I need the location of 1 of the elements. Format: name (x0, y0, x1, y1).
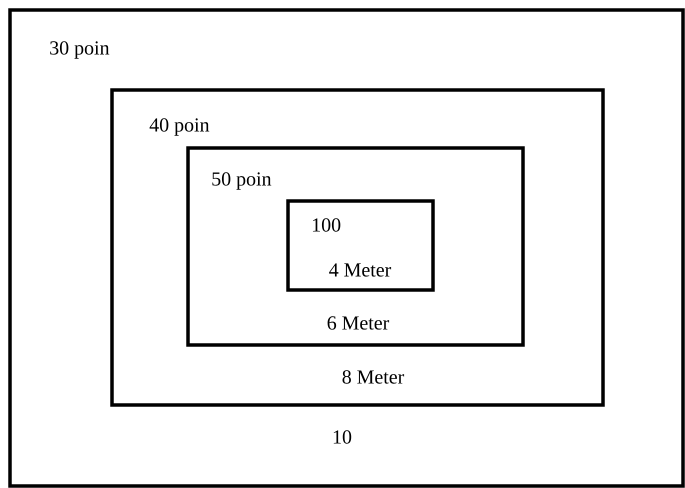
frame-box: 100 4 Meter (286, 199, 435, 292)
